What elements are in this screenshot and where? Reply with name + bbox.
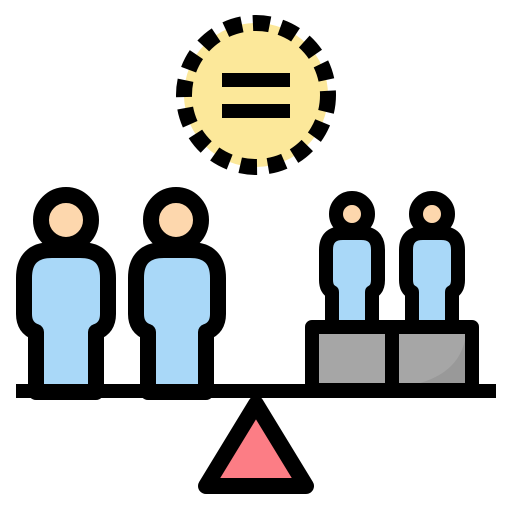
left-person-1-body	[16, 242, 116, 400]
left-person-1	[16, 187, 116, 400]
left-person-1-head	[33, 187, 99, 253]
pedestals	[305, 320, 479, 397]
equals-sign-top-bar	[222, 73, 290, 87]
right-person-1-head	[329, 191, 375, 237]
right-person-1-body	[319, 226, 385, 335]
left-person-2-body	[128, 242, 226, 400]
equals-badge-fill	[184, 23, 328, 167]
pedestal-right-shade	[420, 340, 465, 383]
beam	[16, 384, 496, 398]
fulcrum	[198, 396, 314, 494]
right-person-2	[399, 191, 465, 335]
right-person-1	[319, 191, 385, 335]
left-person-2	[128, 187, 226, 400]
equals-sign-bottom-bar	[222, 104, 290, 118]
equals-badge	[176, 15, 336, 175]
right-person-2-body	[399, 226, 465, 335]
left-person-2-head	[143, 187, 209, 253]
right-person-2-head	[409, 191, 455, 237]
equals-badge-dashed-border	[176, 15, 336, 175]
pedestal-left	[305, 320, 399, 397]
